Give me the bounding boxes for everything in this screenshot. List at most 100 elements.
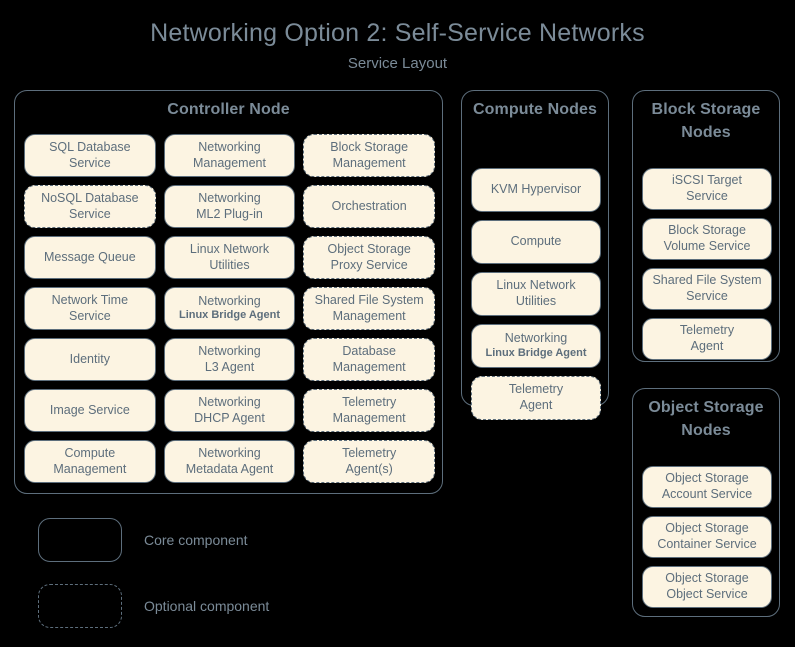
legend-label: Optional component — [144, 598, 270, 614]
component-label-secondary: Management — [332, 410, 406, 425]
component-label-primary: NoSQL Database — [41, 190, 139, 205]
component-label-primary: Networking — [198, 139, 261, 154]
page-title: Networking Option 2: Self-Service Networ… — [150, 19, 645, 47]
component-label-primary: KVM Hypervisor — [490, 182, 582, 197]
component-label-secondary: Management — [53, 461, 127, 476]
legend-swatch-optional — [38, 584, 122, 628]
component-label-secondary: Service — [68, 155, 111, 170]
component-label-primary: Networking — [198, 394, 261, 409]
component-label-primary: Networking — [198, 445, 261, 460]
component-label-secondary: Management — [332, 308, 406, 323]
component-label-secondary: Object Service — [666, 587, 748, 601]
component-label-secondary: Agent(s) — [345, 461, 393, 476]
component-label-secondary: Proxy Service — [330, 257, 408, 272]
component-label-primary: Telemetry — [342, 394, 397, 409]
component-label-secondary: Service — [68, 308, 111, 323]
component-label-secondary: L3 Agent — [204, 359, 255, 374]
legend-label: Core component — [144, 532, 248, 548]
component-label-primary: Network Time — [51, 292, 129, 307]
panel-title-object-storage-nodes: Object Storage Nodes — [648, 399, 764, 439]
component-label-secondary: Utilities — [515, 294, 557, 308]
component-label-primary: Object Storage — [665, 521, 749, 536]
component-label-secondary: Service — [686, 289, 728, 303]
component-label-primary: Telemetry — [508, 382, 564, 397]
component-label-secondary: Agent — [690, 339, 724, 353]
component-label-primary: Block Storage — [330, 139, 409, 154]
component-label-secondary: Management — [193, 155, 266, 170]
component-box: Orchestration — [303, 185, 435, 228]
component-label-secondary: Account Service — [661, 487, 753, 501]
diagram-header: Networking Option 2: Self-Service Networ… — [0, 19, 795, 72]
component-label-secondary: Management — [332, 359, 406, 374]
component-label-primary: Linux Network — [496, 278, 576, 293]
panel-title-block-storage-nodes: Block Storage Nodes — [651, 101, 761, 141]
component-label-primary: Networking — [504, 331, 568, 346]
component-label-primary: Message Queue — [43, 249, 136, 264]
component-label-secondary: Container Service — [657, 537, 757, 551]
component-box: Compute — [471, 220, 601, 264]
component-box: Image Service — [24, 389, 156, 432]
component-label-primary: Database — [342, 343, 396, 358]
component-label-primary: Object Storage — [665, 571, 749, 586]
component-box: Identity — [24, 338, 156, 381]
component-label-secondary: Management — [332, 155, 406, 170]
page-subtitle: Service Layout — [347, 54, 448, 72]
component-label-primary: Telemetry — [679, 323, 735, 338]
component-label-secondary: DHCP Agent — [194, 410, 265, 425]
component-box: KVM Hypervisor — [471, 168, 601, 212]
panel-title-compute-nodes: Compute Nodes — [473, 101, 597, 118]
component-label-secondary: Linux Bridge Agent — [178, 309, 281, 322]
component-label-primary: Linux Network — [189, 241, 270, 256]
component-label-secondary: Metadata Agent — [185, 461, 274, 476]
component-label-secondary: ML2 Plug-in — [196, 206, 263, 221]
component-label-primary: Compute — [64, 445, 116, 460]
component-label-primary: Networking — [198, 190, 261, 205]
component-label-primary: SQL Database — [49, 139, 131, 154]
component-label-primary: Identity — [69, 351, 110, 366]
component-label-primary: Object Storage — [327, 241, 411, 256]
component-label-secondary: Service — [68, 206, 111, 221]
component-label-primary: Telemetry — [342, 445, 397, 460]
component-label-primary: Shared File System — [314, 292, 424, 307]
component-label-primary: Object Storage — [665, 471, 749, 486]
legend-swatch-core — [38, 518, 122, 562]
component-label-secondary: Agent — [519, 398, 553, 412]
component-label-primary: Shared File System — [652, 273, 762, 288]
component-label-primary: Orchestration — [331, 198, 407, 213]
component-label-secondary: Service — [686, 189, 728, 203]
legend-row: Optional component — [38, 581, 269, 631]
component-label-secondary: Utilities — [209, 257, 250, 272]
component-label-primary: iSCSI Target — [672, 173, 742, 188]
